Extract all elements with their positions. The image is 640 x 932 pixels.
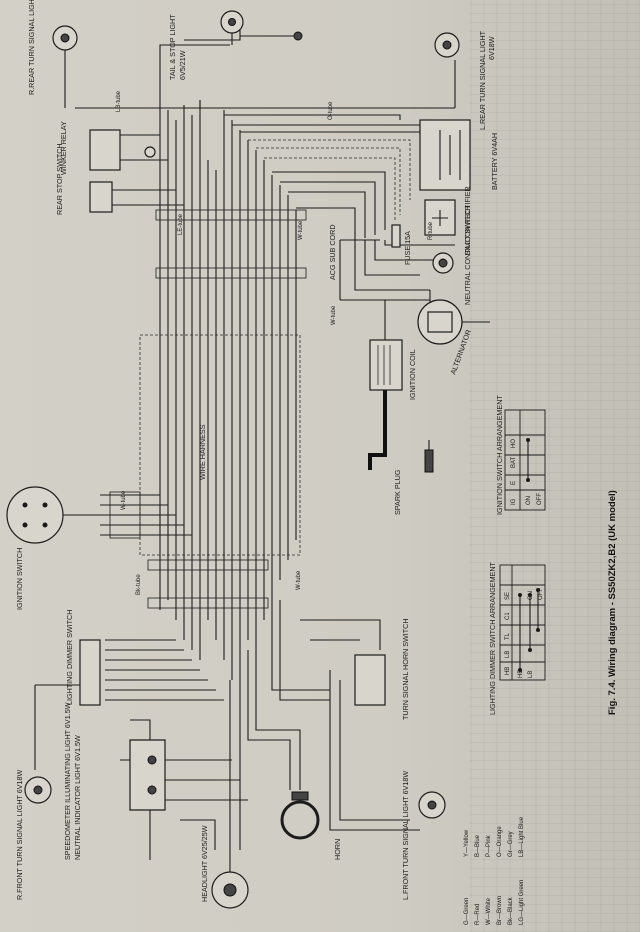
legend-entry: O—Orange bbox=[497, 826, 503, 857]
front-left-turn-signal-light: L.FRONT TURN SIGNAL LIGHT 6V18W bbox=[401, 771, 446, 900]
lb-tube-label: LB-tube bbox=[116, 90, 122, 112]
spark-plug-label: SPARK PLUG bbox=[393, 469, 402, 515]
r-tube-label: R-tube bbox=[428, 221, 434, 240]
fuse: FUSE 15A bbox=[391, 224, 412, 265]
acg-sub-cord-label: ACG SUB CORD bbox=[328, 224, 337, 280]
o-tube-label: O-tube bbox=[328, 101, 334, 120]
rear-left-turn-signal-light: L.REAR TURN SIGNAL LIGHT 6V18W bbox=[434, 30, 496, 130]
background-text-bleed bbox=[470, 0, 640, 932]
ign-row-on: ON bbox=[526, 496, 532, 505]
rear-right-turn-signal-light: R.REAR TURN SIGNAL LIGHT 6V18W bbox=[27, 0, 78, 108]
turn-signal-horn-switch: TURN SIGNAL HORN SWITCH bbox=[354, 618, 410, 720]
legend-entry: LB—Light Blue bbox=[519, 816, 525, 857]
ignition-coil-label: IGNITION COIL bbox=[408, 349, 417, 400]
figure-caption: Fig. 7.4. Wiring diagram - SS50ZK2,B2 (U… bbox=[607, 490, 618, 715]
dim-row-off: OFF bbox=[538, 588, 544, 600]
legend-entry: R—Red bbox=[475, 904, 481, 925]
legend-entry: Bk—Black bbox=[508, 896, 514, 925]
headlight-label: HEADLIGHT 6V25/25W bbox=[200, 825, 209, 902]
ignition-switch-label: IGNITION SWITCH bbox=[15, 548, 24, 610]
rf-turn-label: R.FRONT TURN SIGNAL LIGHT 6V18W bbox=[15, 769, 24, 900]
ign-hdr-ho: HO bbox=[511, 439, 517, 448]
ign-row-off: OFF bbox=[537, 493, 543, 505]
turn-horn-switch-label: TURN SIGNAL HORN SWITCH bbox=[401, 618, 410, 720]
dim-row-hb: HB bbox=[518, 670, 524, 678]
ignition-switch: IGNITION SWITCH bbox=[6, 486, 100, 610]
speedo-light-label: SPEEDOMETER ILLUMINATING LIGHT 6V1.5W bbox=[63, 702, 72, 860]
silicon-rectifier: SILICON RECTIFIER bbox=[424, 186, 472, 255]
dim-row-lb: LB bbox=[528, 671, 534, 678]
rear-stop-label: REAR STOP SWITCH bbox=[55, 143, 64, 215]
lf-turn-label: L.FRONT TURN SIGNAL LIGHT 6V18W bbox=[401, 771, 410, 900]
tail-stop-rating: 6V5/21W bbox=[178, 50, 187, 80]
rectifier-label: SILICON RECTIFIER bbox=[463, 186, 472, 255]
tube-labels: LB-tube O-tube W-tube W-tube W-tube W-tu… bbox=[116, 90, 434, 595]
w-tube-label-4: W-tube bbox=[296, 570, 302, 590]
battery: BATTERY 6V4AH bbox=[419, 119, 499, 191]
legend-entry: Br—Brown bbox=[497, 896, 503, 925]
legend-entry: B—Blue bbox=[475, 834, 481, 857]
w-tube-label-3: W-tube bbox=[121, 490, 127, 510]
connector-blocks bbox=[109, 209, 307, 609]
neutral-switch-label: NEUTRAL CONTACT SWITCH bbox=[463, 205, 472, 305]
horn-label: HORN bbox=[333, 839, 342, 860]
legend-entry: Gr—Grey bbox=[508, 831, 514, 857]
harness-bundle bbox=[139, 100, 301, 680]
legend-entry: G—Green bbox=[464, 898, 470, 925]
ign-hdr-ig: IG bbox=[511, 498, 517, 505]
top-wires bbox=[75, 30, 456, 320]
ignition-switch-arrangement-table: IGNITION SWITCH ARRANGEMENT IG E BAT HO … bbox=[495, 395, 546, 515]
rear-stop-switch: REAR STOP SWITCH bbox=[55, 143, 113, 215]
fuse-label: FUSE 15A bbox=[403, 231, 412, 265]
dim-hdr-lb: LB bbox=[505, 651, 511, 658]
alternator: ALTERNATOR bbox=[417, 299, 490, 376]
lr-turn-rating: 6V18W bbox=[487, 36, 496, 60]
dim-hdr-se: SE bbox=[505, 592, 511, 600]
ignition-coil: IGNITION COIL bbox=[369, 339, 417, 400]
lighting-dimmer-switch: LIGHTING DIMMER SWITCH bbox=[65, 610, 101, 706]
dimmer-switch-arrangement-table: LIGHTING DIMMER SWITCH ARRANGEMENT HB LB… bbox=[488, 561, 546, 715]
bk-tube-label: Bk-tube bbox=[136, 574, 142, 595]
w-tube-label-2: W-tube bbox=[331, 305, 337, 325]
lower-wires bbox=[34, 494, 420, 860]
le-tube-label: LE-tube bbox=[178, 213, 184, 235]
w-tube-label: W-tube bbox=[298, 220, 304, 240]
rear-right-turn-label: R.REAR TURN SIGNAL LIGHT 6V18W bbox=[27, 0, 36, 95]
legend-entry: LG—Light Green bbox=[519, 880, 525, 925]
ignition-table-title: IGNITION SWITCH ARRANGEMENT bbox=[495, 395, 504, 515]
dimmer-switch-label: LIGHTING DIMMER SWITCH bbox=[65, 610, 74, 705]
headlight: HEADLIGHT 6V25/25W bbox=[200, 825, 249, 909]
legend-entry: Y—Yellow bbox=[464, 829, 470, 857]
neutral-contact-switch: NEUTRAL CONTACT SWITCH bbox=[432, 205, 472, 305]
legend-entry: P—Pink bbox=[486, 834, 492, 857]
wire-harness-label: WIRE HARNESS bbox=[198, 424, 207, 480]
dim-hdr-c1: C1 bbox=[505, 612, 511, 620]
speedometer-neutral-lamps: SPEEDOMETER ILLUMINATING LIGHT 6V1.5W NE… bbox=[63, 702, 166, 860]
dim-hdr-tl: TL bbox=[505, 632, 511, 640]
spark-plug: SPARK PLUG bbox=[393, 440, 434, 515]
legend-entry: W—White bbox=[486, 897, 492, 925]
horn: HORN bbox=[280, 791, 342, 860]
wire-color-legend: G—Green R—Red W—White Br—Brown Bk—Black LG—Li… bbox=[464, 816, 525, 925]
ign-hdr-e: E bbox=[511, 481, 517, 485]
dimmer-table-title: LIGHTING DIMMER SWITCH ARRANGEMENT bbox=[488, 561, 497, 715]
spark-plug-lead bbox=[368, 390, 387, 470]
tail-stop-light: TAIL & STOP LIGHT 6V5/21W bbox=[168, 10, 244, 80]
battery-label: BATTERY 6V4AH bbox=[490, 133, 499, 190]
lr-turn-label: L.REAR TURN SIGNAL LIGHT bbox=[478, 30, 487, 130]
winker-relay: WINKER RELAY bbox=[59, 121, 156, 175]
tail-stop-label: TAIL & STOP LIGHT bbox=[168, 14, 177, 80]
front-right-turn-signal-light: R.FRONT TURN SIGNAL LIGHT 6V18W bbox=[15, 769, 52, 900]
lamp-icon bbox=[293, 31, 303, 41]
neutral-light-label: NEUTRAL INDICATOR LIGHT 6V1.5W bbox=[73, 735, 82, 860]
winker-relay-label: WINKER RELAY bbox=[59, 121, 68, 175]
ign-hdr-bat: BAT bbox=[511, 456, 517, 468]
dim-hdr-hb: HB bbox=[505, 667, 511, 675]
